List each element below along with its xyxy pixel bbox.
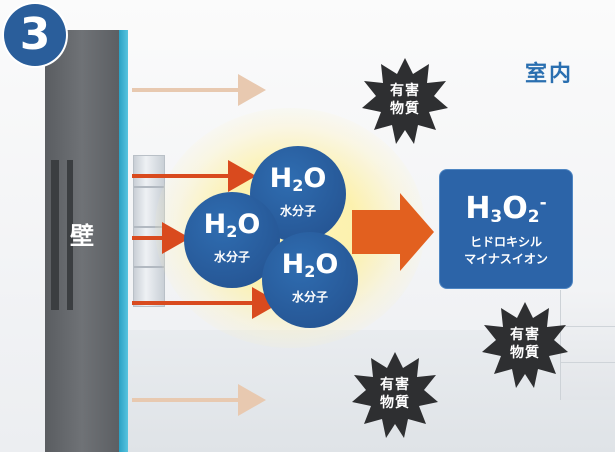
molecule-formula: H2O — [269, 163, 327, 196]
harmful-substance-burst-right: 有害 物質 — [480, 300, 570, 390]
burst-label: 有害 物質 — [390, 83, 420, 117]
molecule-name: 水分子 — [291, 290, 328, 304]
burst-icon — [362, 58, 448, 144]
water-molecule-bottom: H2O 水分子 — [262, 232, 358, 328]
hydroxyl-ion-box: H3O2- ヒドロキシル マイナスイオン — [440, 170, 572, 288]
burst-label: 有害 物質 — [380, 377, 410, 411]
burst-icon — [482, 302, 568, 388]
wall — [45, 30, 119, 452]
ion-name-line-1: ヒドロキシル — [469, 235, 542, 249]
room-label: 室内 — [525, 62, 574, 87]
room-cabinet — [560, 290, 615, 400]
molecule-formula: H2O — [203, 209, 261, 242]
molecule-name: 水分子 — [279, 204, 316, 218]
burst-label: 有害 物質 — [510, 327, 540, 361]
wall-label: 壁 — [70, 222, 94, 250]
harmful-substance-burst-bottom: 有害 物質 — [350, 350, 440, 440]
ion-name-line-2: マイナスイオン — [464, 252, 548, 266]
harmful-substance-burst-top: 有害 物質 — [360, 56, 450, 146]
molecule-name: 水分子 — [213, 250, 250, 264]
molecule-formula: H2O — [281, 249, 339, 282]
step-number-badge: 3 — [4, 4, 66, 66]
burst-icon — [352, 352, 438, 438]
wall-edge — [119, 30, 128, 452]
ion-formula: H3O2- — [465, 191, 547, 228]
conversion-arrow — [352, 193, 434, 271]
